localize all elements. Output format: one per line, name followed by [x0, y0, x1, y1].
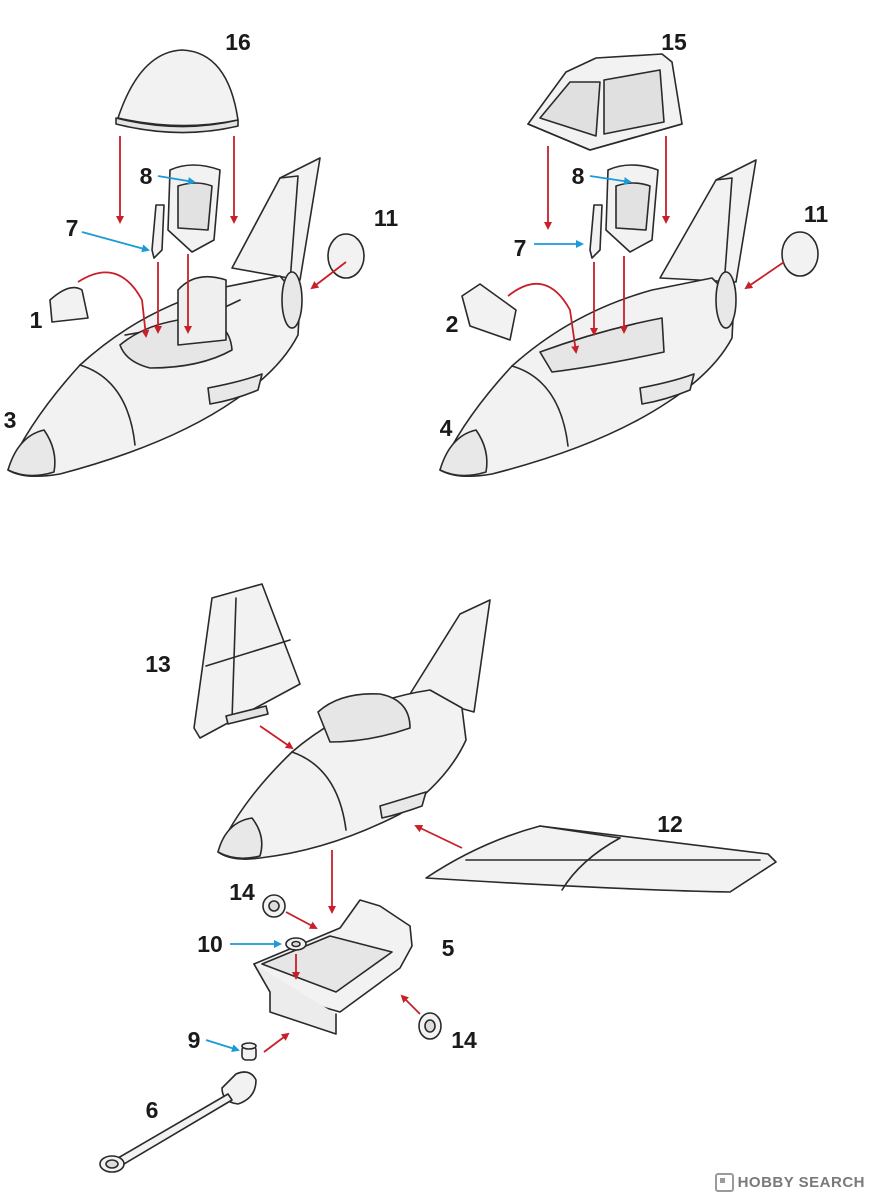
label-7-left: 7 [66, 215, 79, 241]
label-15: 15 [661, 29, 687, 55]
label-16: 16 [225, 29, 251, 55]
arrow-14-lower [400, 994, 421, 1015]
arrow-9-up [263, 1032, 290, 1053]
watermark: HOBBY SEARCH [714, 1173, 865, 1192]
stick-part-7-left [151, 204, 165, 259]
arrow-1-curve [77, 271, 150, 338]
fuselage-bottom [217, 689, 467, 860]
label-3: 3 [4, 407, 17, 433]
label-9: 9 [188, 1027, 201, 1053]
label-14-lower: 14 [451, 1027, 477, 1053]
label-4: 4 [440, 415, 453, 441]
arrow-11-left [310, 261, 347, 290]
label-12: 12 [657, 811, 683, 837]
arrow-14-upper [285, 911, 318, 929]
label-8-left: 8 [140, 163, 153, 189]
part-2 [461, 283, 517, 341]
label-13: 13 [145, 651, 171, 677]
arrow-8-right-blue [589, 175, 632, 186]
arrow-2-curve [507, 282, 580, 354]
wheel-part-14-upper [262, 894, 286, 918]
arrow-12 [414, 824, 463, 849]
label-8-right: 8 [572, 163, 585, 189]
canopy-rim-16 [115, 117, 239, 134]
arrow-7-left-blue [81, 231, 150, 253]
part-1 [49, 286, 89, 323]
assembly-right [439, 53, 819, 478]
label-7-right: 7 [514, 235, 527, 261]
label-11-left: 11 [374, 205, 399, 231]
wing-part-12 [425, 825, 777, 893]
arrow-8-left-blue [157, 175, 196, 185]
fuselage-part-3 [7, 275, 301, 478]
arrow-9-blue [205, 1039, 240, 1053]
arrow-11-right [744, 261, 785, 290]
washer-part-10 [285, 937, 307, 951]
canopy-part-16 [117, 49, 239, 127]
label-6: 6 [146, 1097, 159, 1123]
wheel-part-14-lower [418, 1012, 442, 1040]
assembly-bottom [99, 583, 777, 1173]
label-11-right: 11 [804, 201, 829, 227]
blue-arrows [81, 175, 632, 1053]
part-11-right [781, 231, 819, 277]
label-5: 5 [442, 935, 455, 961]
arrow-13 [259, 725, 294, 750]
watermark-logo-icon [714, 1173, 734, 1192]
label-14-upper: 14 [229, 879, 255, 905]
part-labels: 16 8 7 11 1 3 15 8 7 11 2 4 13 12 14 10 … [4, 29, 829, 1123]
red-arrows [77, 136, 785, 1053]
tail-fin-right [659, 159, 757, 283]
towbar-part-6 [99, 1071, 257, 1173]
watermark-text: HOBBY SEARCH [737, 1174, 865, 1191]
pin-part-9 [241, 1042, 257, 1061]
part-11-left [327, 233, 365, 279]
stick-part-7-right [589, 204, 603, 259]
label-10: 10 [197, 931, 223, 957]
assembly-left [7, 49, 365, 478]
label-2: 2 [446, 311, 459, 337]
tail-fin-left [231, 157, 321, 281]
label-1: 1 [30, 307, 43, 333]
